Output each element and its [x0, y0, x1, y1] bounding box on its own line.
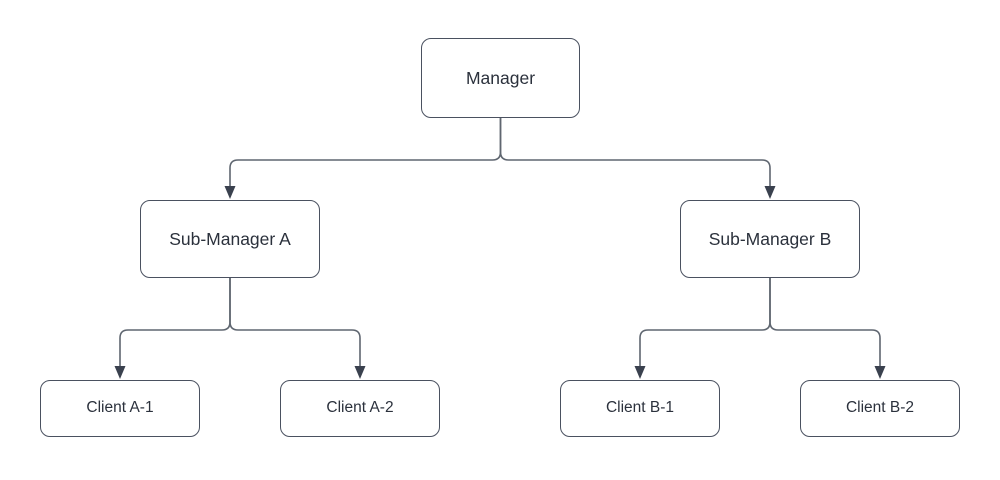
node-client-b-1-label: Client B-1: [605, 399, 675, 417]
node-client-a-2-label: Client A-2: [326, 399, 394, 417]
node-client-b-2[interactable]: Client B-2: [800, 380, 960, 437]
arrowhead: [764, 186, 776, 199]
edge-manager-to-sub-a: [229, 118, 502, 188]
node-manager-label: Manager: [465, 67, 536, 88]
node-manager[interactable]: Manager: [421, 38, 580, 118]
arrowhead: [634, 366, 646, 379]
node-client-a-1-label: Client A-1: [86, 399, 154, 417]
node-client-a-1[interactable]: Client A-1: [40, 380, 200, 437]
node-sub-manager-a-label: Sub-Manager A: [169, 228, 291, 249]
edge-sub-a-to-client-a-1: [119, 278, 231, 368]
node-client-b-1[interactable]: Client B-1: [560, 380, 720, 437]
node-client-b-2-label: Client B-2: [845, 399, 915, 417]
node-sub-manager-b-label: Sub-Manager B: [708, 228, 832, 249]
edge-sub-b-to-client-b-2: [769, 278, 881, 368]
arrowhead: [874, 366, 886, 379]
edge-manager-to-sub-b: [499, 118, 771, 188]
edge-sub-a-to-client-a-2: [229, 278, 361, 368]
node-client-a-2[interactable]: Client A-2: [280, 380, 440, 437]
arrowhead: [114, 366, 126, 379]
edge-sub-b-to-client-b-1: [639, 278, 771, 368]
node-sub-manager-b[interactable]: Sub-Manager B: [680, 200, 860, 278]
node-sub-manager-a[interactable]: Sub-Manager A: [140, 200, 320, 278]
arrowhead: [224, 186, 236, 199]
arrowhead: [354, 366, 366, 379]
